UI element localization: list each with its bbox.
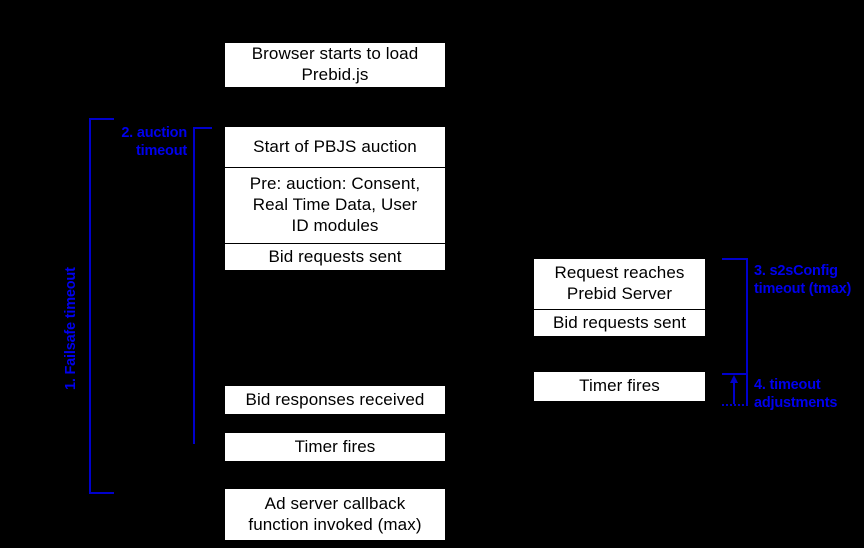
process-box-request-reaches-server: Request reaches Prebid Server <box>534 259 705 309</box>
process-box-bid-responses-received: Bid responses received <box>225 386 445 414</box>
process-box-browser-load: Browser starts to load Prebid.js <box>225 43 445 87</box>
bracket-failsafe-timeout-top-tick <box>89 118 114 120</box>
bracket-s2sconfig-timeout-top-tick <box>722 258 748 260</box>
bracket-failsafe-timeout-bottom-tick <box>89 492 114 494</box>
timeout-adjustments-guide-line <box>746 373 748 406</box>
process-box-timer-fires: Timer fires <box>225 433 445 461</box>
process-box-s2s-timer-fires: Timer fires <box>534 372 705 401</box>
process-box-ad-server-callback: Ad server callback function invoked (max… <box>225 489 445 540</box>
bracket-auction-timeout-spine <box>193 127 195 444</box>
bracket-auction-timeout-top-tick <box>193 127 212 129</box>
bracket-s2sconfig-timeout-spine <box>746 258 748 375</box>
timeout-adjustments-arrow-shaft <box>733 382 735 404</box>
annotation-label-s2sconfig-timeout: 3. s2sConfig timeout (tmax) <box>754 263 852 298</box>
process-box-group-server: Request reaches Prebid Server Bid reques… <box>534 259 705 336</box>
bracket-failsafe-timeout-spine <box>89 118 91 494</box>
process-box-group-auction: Start of PBJS auction Pre: auction: Cons… <box>225 127 445 270</box>
annotation-label-failsafe-timeout: 1. Failsafe timeout <box>63 267 79 390</box>
annotation-label-auction-timeout: 2. auction timeout <box>121 125 187 160</box>
timeout-adjustments-arrow-head <box>729 375 738 383</box>
timeout-adjustments-dotted-baseline <box>722 404 748 406</box>
annotation-label-timeout-adjustments: 4. timeout adjustments <box>754 377 838 412</box>
process-box-auction-start: Start of PBJS auction <box>225 127 445 167</box>
process-box-pre-auction: Pre: auction: Consent, Real Time Data, U… <box>225 167 445 243</box>
bracket-s2sconfig-timeout-bottom-tick <box>722 373 748 375</box>
process-box-bid-requests-sent: Bid requests sent <box>225 243 445 270</box>
process-box-s2s-bid-requests-sent: Bid requests sent <box>534 309 705 336</box>
